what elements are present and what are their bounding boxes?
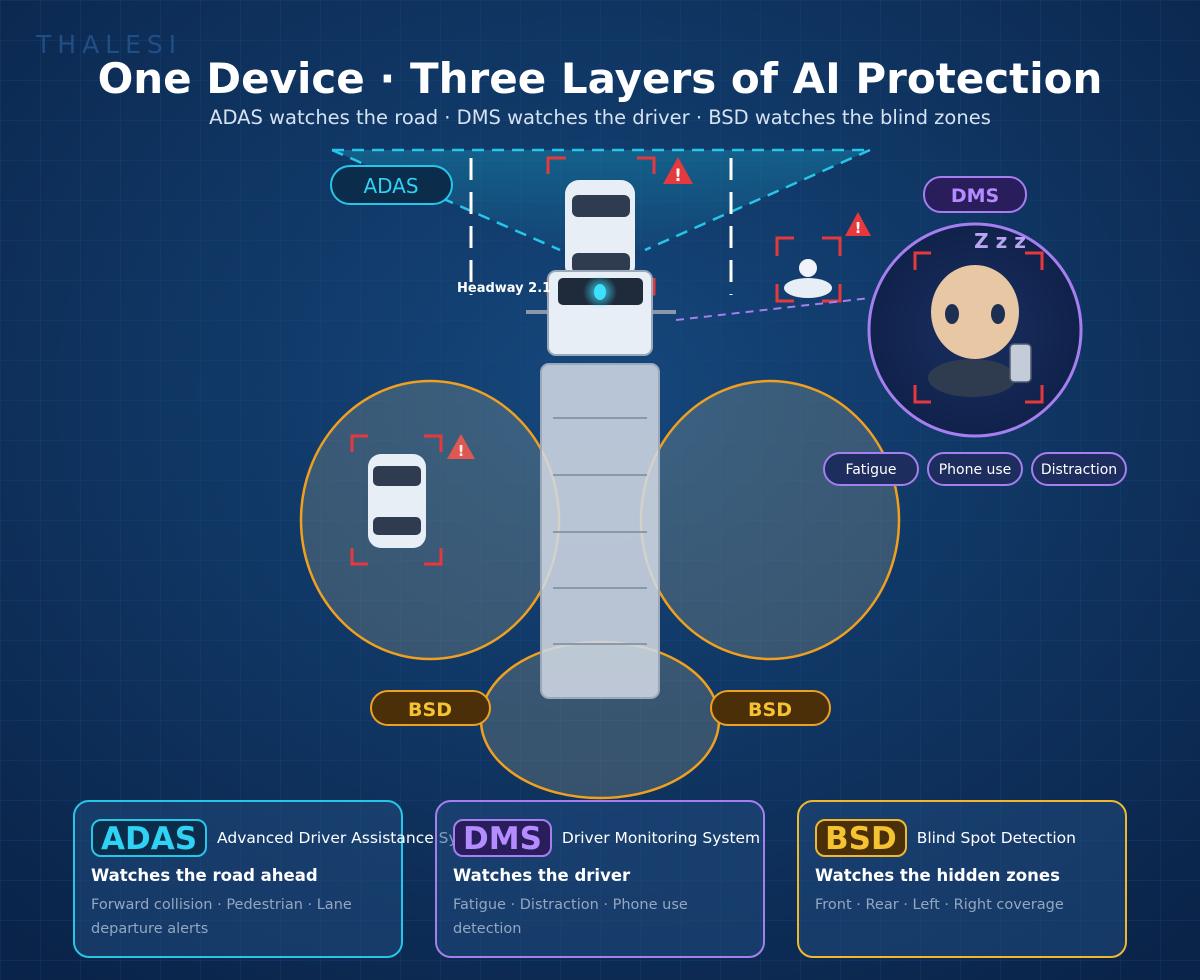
dms-card-headline: Watches the driver <box>453 866 631 885</box>
adas-card-headline: Watches the road ahead <box>91 866 318 885</box>
car-ahead-icon <box>565 180 635 280</box>
dms-label-pill: DMS <box>923 176 1027 213</box>
driver-face-icon <box>867 222 1083 438</box>
bsd-card-full-name: Blind Spot Detection <box>916 829 1076 847</box>
dms-info-card: DMS Driver Monitoring System Watches the… <box>435 800 765 958</box>
svg-text:DMS: DMS <box>951 185 999 207</box>
adas-card-full-name: Advanced Driver Assistance System <box>217 829 497 847</box>
dms-connector-line <box>675 297 871 321</box>
svg-text:Fatigue: Fatigue <box>845 462 896 478</box>
car-left-blind-spot-icon <box>350 434 443 566</box>
bsd-label-pill-right: BSD <box>710 690 831 726</box>
page-subtitle: ADAS watches the road · DMS watches the … <box>209 106 991 129</box>
detection-box-front-car <box>546 156 656 296</box>
svg-text:!: ! <box>674 166 682 186</box>
adas-label-pill: ADAS <box>330 165 453 205</box>
bsd-card-headline: Watches the hidden zones <box>815 866 1060 885</box>
page-title: One Device · Three Layers of AI Protecti… <box>97 54 1103 103</box>
bsd-card-badge: BSD <box>815 819 907 857</box>
bsd-info-card: BSD Blind Spot Detection Watches the hid… <box>797 800 1127 958</box>
dms-card-description: Fatigue · Distraction · Phone use detect… <box>453 897 688 937</box>
warning-icon: ! <box>447 434 475 460</box>
lane-lines <box>469 158 733 295</box>
dms-tag: Distraction <box>1031 452 1127 486</box>
svg-text:Phone use: Phone use <box>939 462 1012 478</box>
adas-info-card: ADAS Advanced Driver Assistance System W… <box>73 800 496 958</box>
warning-icon: ! <box>663 157 693 186</box>
dms-tag: Phone use <box>927 452 1023 486</box>
adas-card-badge: ADAS <box>91 819 208 857</box>
pedestrian-icon <box>775 236 842 303</box>
svg-text:BSD: BSD <box>408 699 452 721</box>
svg-text:!: ! <box>458 442 465 460</box>
brand-logo: THALESI <box>36 30 183 59</box>
truck-icon <box>526 270 676 699</box>
warning-icon: ! <box>845 212 871 237</box>
sleep-indicator: Z z z <box>974 229 1026 253</box>
dashcam-icon <box>558 275 643 309</box>
dms-tag: Fatigue <box>823 452 919 486</box>
dms-card-full-name: Driver Monitoring System <box>561 829 761 847</box>
bsd-card-description: Front · Rear · Left · Right coverage <box>815 897 1064 913</box>
bsd-label-pill-left: BSD <box>370 690 491 726</box>
svg-text:Distraction: Distraction <box>1041 462 1117 478</box>
phone-icon <box>1009 343 1032 383</box>
headway-readout: Headway 2.1 <box>457 281 551 296</box>
dms-card-badge: DMS <box>453 819 552 857</box>
adas-card-description: Forward collision · Pedestrian · Lane de… <box>91 897 352 937</box>
adas-label: ADAS <box>363 174 418 198</box>
svg-text:BSD: BSD <box>748 699 792 721</box>
svg-text:!: ! <box>855 219 862 237</box>
